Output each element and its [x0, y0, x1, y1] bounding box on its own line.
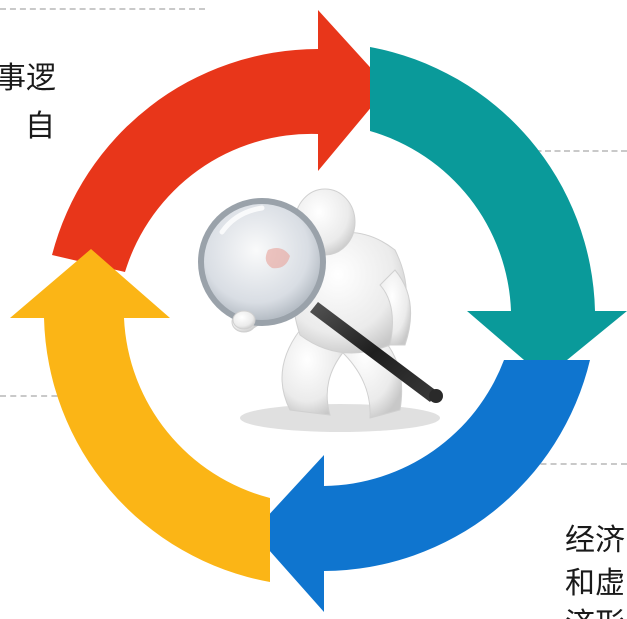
dashed-leader-top-left [0, 8, 205, 10]
dashed-leader-bottom-right [470, 463, 627, 465]
bottom-right-text-line-2: 和虚 [565, 566, 625, 601]
top-left-text-line-2: 自 [25, 109, 55, 144]
dashed-leader-right [526, 150, 627, 152]
arrow-right-teal [370, 47, 627, 378]
bottom-right-text-line-1: 经济 [565, 523, 625, 558]
bottom-right-text-line-3: 济形 [565, 606, 625, 619]
dashed-leader-left [0, 395, 78, 397]
arrow-left-yellow [10, 249, 270, 582]
person-with-magnifying-glass-icon [198, 188, 443, 432]
arrow-bottom-blue [253, 360, 590, 612]
arrow-top-red [52, 10, 388, 272]
top-left-text-line-1: 事逻 [0, 61, 56, 96]
